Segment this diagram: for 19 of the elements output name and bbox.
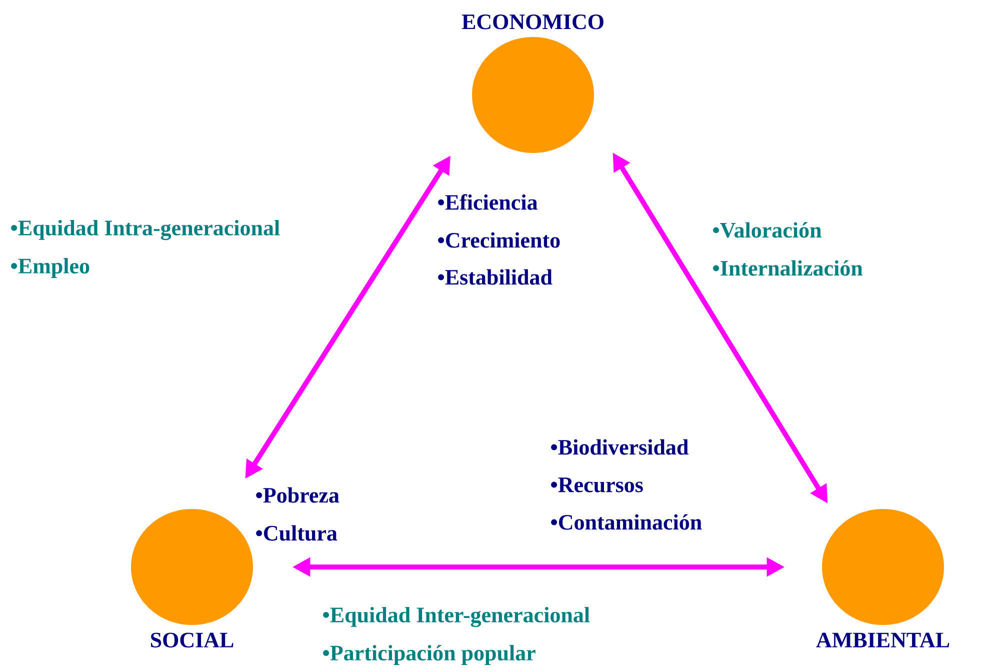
bullet-text: •Equidad Inter-generacional bbox=[323, 606, 590, 628]
bullet-text: •Empleo bbox=[11, 258, 90, 278]
bullet-text: •Participación popular bbox=[323, 645, 536, 665]
bullet-text: •Eficiencia bbox=[438, 194, 538, 210]
bullet-text: •Estabilidad bbox=[438, 269, 552, 285]
bullet-text: •Valoración bbox=[713, 222, 822, 238]
bullet-text: •Crecimiento bbox=[438, 232, 560, 248]
bullet-text: •Internalización bbox=[713, 260, 863, 276]
circle-node: SOCIAL bbox=[131, 509, 253, 648]
bullet-text: •Contaminación bbox=[551, 514, 702, 530]
circle-node: AMBIENTAL bbox=[816, 509, 950, 648]
bullet-text: •Biodiversidad bbox=[551, 439, 688, 455]
node-label: SOCIAL bbox=[151, 632, 234, 648]
bullet-text: •Equidad Intra-generacional bbox=[11, 220, 280, 240]
node-label: AMBIENTAL bbox=[816, 632, 950, 648]
node-label: ECONOMICO bbox=[462, 14, 604, 30]
circle-node: ECONOMICO bbox=[462, 14, 604, 153]
bullet-text: •Recursos bbox=[551, 478, 643, 492]
bullet-text: •Pobreza bbox=[256, 487, 340, 503]
